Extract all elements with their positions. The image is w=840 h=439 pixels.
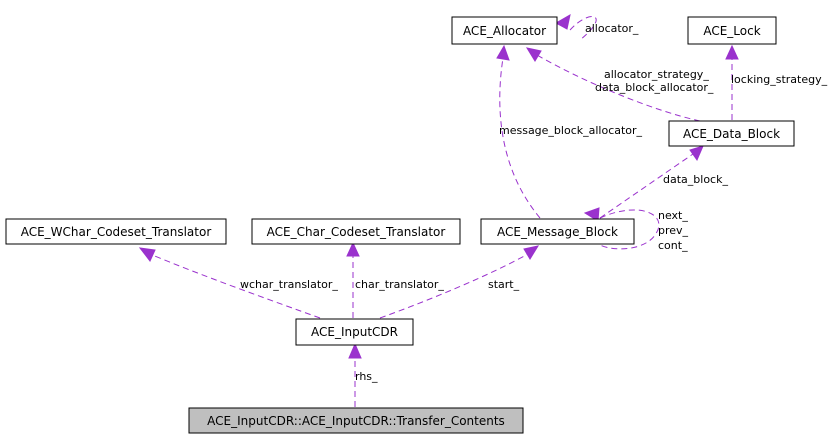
edge-data-block-to-allocator: [525, 47, 701, 122]
label-allocator-self: allocator_: [585, 22, 639, 35]
node-ace-data-block-label: ACE_Data_Block: [683, 127, 780, 141]
node-ace-allocator-label: ACE_Allocator: [463, 24, 546, 38]
edge-message-block-to-data-block: [599, 145, 704, 219]
node-ace-lock[interactable]: ACE_Lock: [687, 16, 777, 45]
edge-inputcdr-to-message-block: [379, 245, 540, 319]
label-prev: prev_: [658, 224, 689, 237]
node-ace-lock-label: ACE_Lock: [703, 24, 760, 38]
node-ace-wchar-codeset-translator[interactable]: ACE_WChar_Codeset_Translator: [5, 218, 227, 245]
label-cont: cont_: [658, 239, 688, 252]
node-transfer-contents: ACE_InputCDR::ACE_InputCDR::Transfer_Con…: [188, 407, 524, 434]
label-locking-strategy: locking_strategy_: [731, 73, 828, 86]
node-ace-wchar-codeset-translator-label: ACE_WChar_Codeset_Translator: [21, 225, 212, 239]
node-transfer-contents-label: ACE_InputCDR::ACE_InputCDR::Transfer_Con…: [207, 414, 505, 428]
node-ace-message-block[interactable]: ACE_Message_Block: [480, 218, 635, 245]
node-ace-data-block[interactable]: ACE_Data_Block: [668, 120, 795, 147]
label-data-block-allocator: data_block_allocator_: [595, 81, 714, 94]
edge-allocator-self: [554, 14, 597, 41]
edge-message-block-self: [583, 207, 660, 250]
label-rhs: rhs_: [355, 370, 378, 383]
node-ace-message-block-label: ACE_Message_Block: [497, 225, 618, 239]
node-ace-inputcdr[interactable]: ACE_InputCDR: [295, 318, 414, 346]
node-ace-char-codeset-translator-label: ACE_Char_Codeset_Translator: [267, 225, 446, 239]
edge-data-block-to-lock: [725, 44, 739, 120]
edge-transfer-to-inputcdr: [348, 342, 362, 407]
label-next: next_: [658, 209, 688, 222]
node-ace-allocator[interactable]: ACE_Allocator: [451, 16, 558, 45]
edge-inputcdr-to-char: [346, 241, 360, 318]
edge-message-block-to-allocator: [496, 44, 541, 219]
label-message-block-allocator: message_block_allocator_: [499, 124, 643, 137]
node-ace-inputcdr-label: ACE_InputCDR: [311, 325, 398, 339]
edge-inputcdr-to-wchar: [138, 247, 321, 319]
label-start: start_: [488, 278, 520, 291]
label-allocator-strategy: allocator_strategy_: [604, 68, 709, 81]
label-char-translator: char_translator_: [355, 278, 444, 291]
label-data-block: data_block_: [663, 173, 728, 186]
label-wchar-translator: wchar_translator_: [240, 278, 338, 291]
node-ace-char-codeset-translator[interactable]: ACE_Char_Codeset_Translator: [251, 218, 461, 245]
